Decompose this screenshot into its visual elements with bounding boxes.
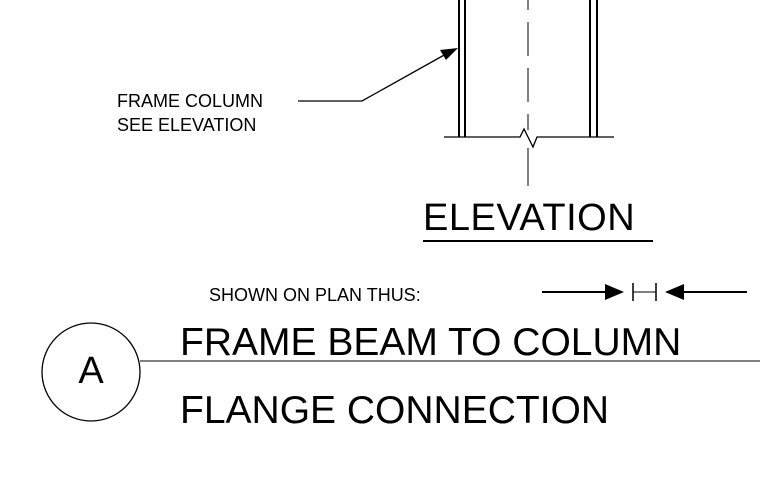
detail-title-line-2: FLANGE CONNECTION	[180, 389, 610, 432]
column-right-flange	[589, 0, 598, 137]
leader-line	[298, 53, 447, 102]
column-left-flange	[458, 0, 466, 137]
break-line	[444, 127, 614, 149]
plan-symbol-caption: SHOWN ON PLAN THUS:	[209, 285, 421, 305]
elevation-title: ELEVATION	[423, 197, 636, 239]
leader-arrowhead	[440, 48, 458, 60]
detail-bubble	[41, 322, 141, 422]
detail-bubble-letter: A	[78, 350, 104, 392]
leader-note-line-1: FRAME COLUMN	[117, 91, 264, 111]
detail-title-line-1: FRAME BEAM TO COLUMN	[180, 321, 682, 364]
plan-symbol	[542, 283, 747, 301]
leader-note-line-2: SEE ELEVATION	[117, 115, 257, 135]
